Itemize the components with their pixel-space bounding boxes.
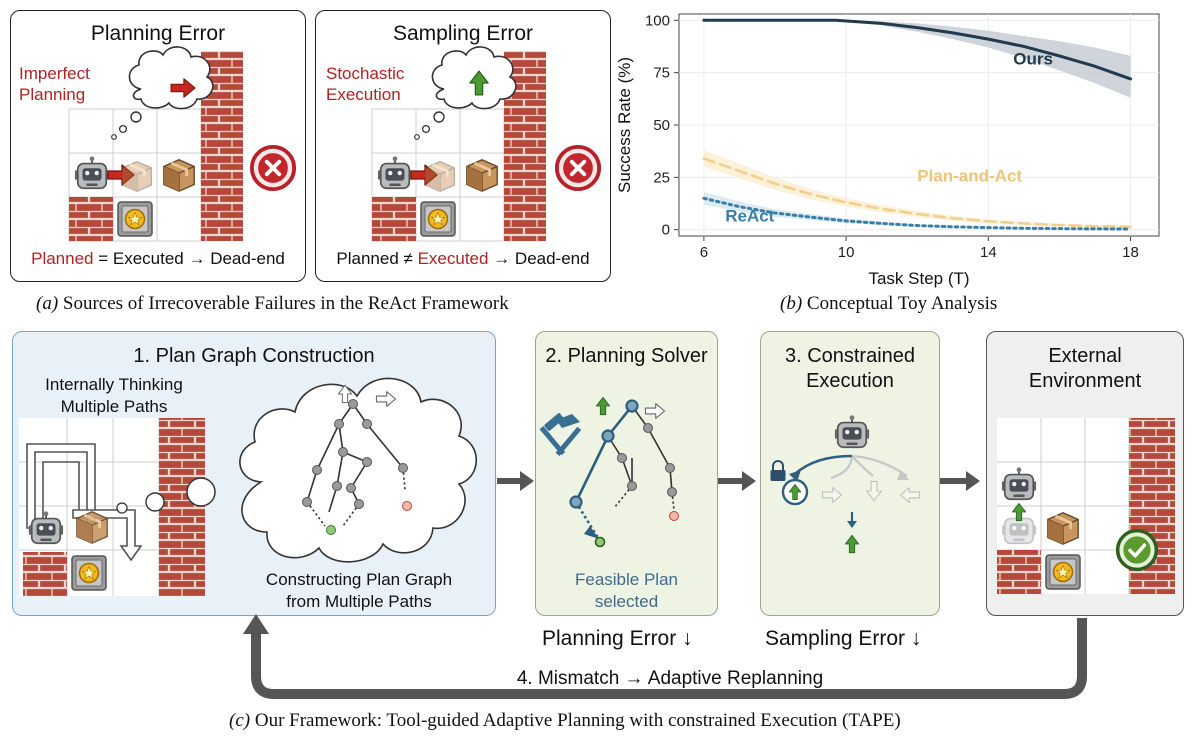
plan-graph-construction-stage: 1. Plan Graph Construction Internally Th… <box>12 331 496 616</box>
flow-arrow-3 <box>940 471 980 491</box>
deadend-node <box>402 501 412 511</box>
series-band-react <box>703 192 1131 230</box>
executed-up-arrow-icon <box>844 534 860 554</box>
planning-error-panel: Planning Error Imperfect Planning Planne… <box>10 10 306 282</box>
series-line-plan-and-act <box>702 157 1132 229</box>
brick-wall-icon <box>159 418 205 596</box>
plan-graph-nodes <box>302 399 408 509</box>
flow-arrow-1 <box>497 471 534 491</box>
x-tick-label: 10 <box>838 244 855 261</box>
hammer-icon <box>539 413 582 456</box>
y-tick-label: 0 <box>662 222 670 239</box>
stage-4-title: External Environment <box>1028 345 1142 392</box>
x-tick-label: 6 <box>700 244 708 261</box>
stage-1-illustration <box>19 377 478 596</box>
caption-c: (c) Our Framework: Tool-guided Adaptive … <box>229 710 901 731</box>
replanning-loop-arrow <box>251 618 1087 699</box>
stage-2-title: 2. Planning Solver <box>545 345 708 367</box>
series-label-ours: Ours <box>1013 49 1053 68</box>
stage-3-title: 3. Constrained Execution <box>784 345 916 392</box>
sampling-error-title: Sampling Error <box>392 22 534 45</box>
caption-a: (a) Sources of Irrecoverable Failures in… <box>36 293 509 314</box>
caption-b: (b) Conceptual Toy Analysis <box>780 293 998 314</box>
x-tick-label: 18 <box>1122 244 1139 261</box>
replanning-label: 4. Mismatch → Adaptive Replanning <box>516 668 824 689</box>
x-tick-label: 14 <box>980 244 997 261</box>
series-line-react <box>702 196 1133 231</box>
x-axis-label: Task Step (T) <box>868 269 969 288</box>
planning-grid-scene <box>68 46 297 242</box>
feasible-plan-label: Feasible Plan selected <box>574 570 678 611</box>
planning-error-decrease: Planning Error ↓ <box>542 627 693 650</box>
feasible-path <box>574 405 634 539</box>
goal-node <box>326 525 336 535</box>
planning-solver-stage: 2. Planning Solver <box>535 331 718 616</box>
deadend-node <box>669 511 679 521</box>
stochastic-execution-label: Stochastic Execution <box>326 64 405 104</box>
flow-arrow-2 <box>718 471 756 491</box>
brick-wall-icon <box>997 550 1041 594</box>
brick-wall-icon <box>23 552 67 596</box>
path-loop-arrow <box>42 461 80 528</box>
sampling-error-decrease: Sampling Error ↓ <box>765 627 922 650</box>
series-band-ours <box>703 20 1131 98</box>
constrained-execution-stage: 3. Constrained Execution <box>760 331 940 616</box>
goal-node <box>594 536 606 548</box>
environment-grid-scene <box>997 418 1175 594</box>
stage-1-title: 1. Plan Graph Construction <box>133 345 375 367</box>
coin-icon <box>1045 554 1081 590</box>
planning-error-summary: Planned = Executed → Dead-end <box>31 249 285 268</box>
brick-wall-icon <box>69 197 113 241</box>
thought-cloud-icon <box>111 46 214 140</box>
y-tick-label: 75 <box>653 65 670 82</box>
series-label-plan-and-act: Plan-and-Act <box>917 167 1022 186</box>
internally-thinking-label: Internally Thinking Multiple Paths <box>45 375 183 416</box>
y-axis-label: Success Rate (%) <box>615 57 634 193</box>
series-label-react: ReAct <box>725 206 774 225</box>
external-environment-stage: External Environment <box>986 331 1184 616</box>
brick-wall-icon <box>372 197 416 241</box>
box-icon <box>1046 511 1080 546</box>
feasible-arrowhead <box>584 526 599 539</box>
planned-up-arrow-icon <box>595 396 611 416</box>
y-tick-label: 50 <box>653 117 670 134</box>
thought-dot <box>116 502 128 514</box>
success-check-icon <box>1115 528 1159 572</box>
sampling-error-panel: Sampling Error Stochastic Execution Plan… <box>315 10 611 282</box>
replanning-loop-arrowhead <box>243 614 269 634</box>
y-tick-label: 100 <box>645 12 670 29</box>
planning-error-title: Planning Error <box>90 22 226 45</box>
imperfect-planning-label: Imperfect Planning <box>19 64 90 104</box>
thought-cloud-icon <box>239 377 478 563</box>
stage-3-illustration <box>770 414 921 554</box>
sampling-error-summary: Planned ≠ Executed → Dead-end <box>336 249 590 268</box>
lock-icon <box>770 460 786 481</box>
series-line-ours <box>702 18 1133 81</box>
y-tick-label: 25 <box>653 169 670 186</box>
robot-icon <box>833 414 871 449</box>
constructing-plan-graph-label: Constructing Plan Graph from Multiple Pa… <box>265 570 453 611</box>
thought-dot <box>186 477 216 507</box>
thought-dot <box>145 492 165 512</box>
hollow-right-arrow-icon <box>644 403 666 419</box>
stage-2-illustration <box>539 396 679 548</box>
sampling-grid-scene <box>371 46 602 242</box>
